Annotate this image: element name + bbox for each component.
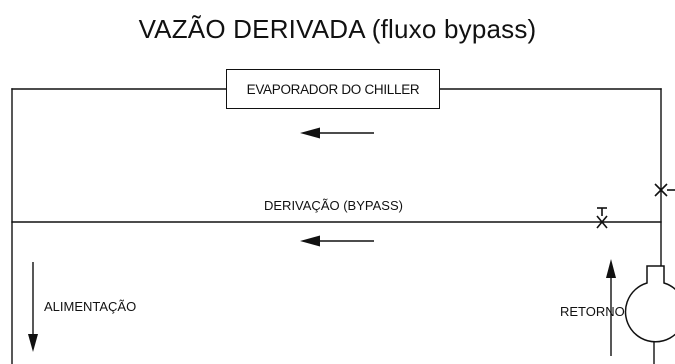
supply-arrow (28, 262, 38, 352)
pump-icon (624, 265, 675, 343)
chiller-evaporator-label: EVAPORADOR DO CHILLER (246, 81, 420, 97)
flow-arrow-top (300, 127, 374, 139)
bypass-valve-icon (596, 207, 608, 229)
diagram-title: VAZÃO DERIVADA (fluxo bypass) (138, 14, 537, 44)
return-arrow (606, 259, 616, 356)
return-label: RETORNO (560, 304, 625, 319)
flow-arrow-bypass (300, 235, 374, 247)
supply-label: ALIMENTAÇÃO (44, 299, 137, 314)
chiller-evaporator-box: EVAPORADOR DO CHILLER (226, 69, 440, 109)
bypass-label: DERIVAÇÃO (BYPASS) (264, 198, 403, 213)
valve-icon (654, 183, 675, 197)
